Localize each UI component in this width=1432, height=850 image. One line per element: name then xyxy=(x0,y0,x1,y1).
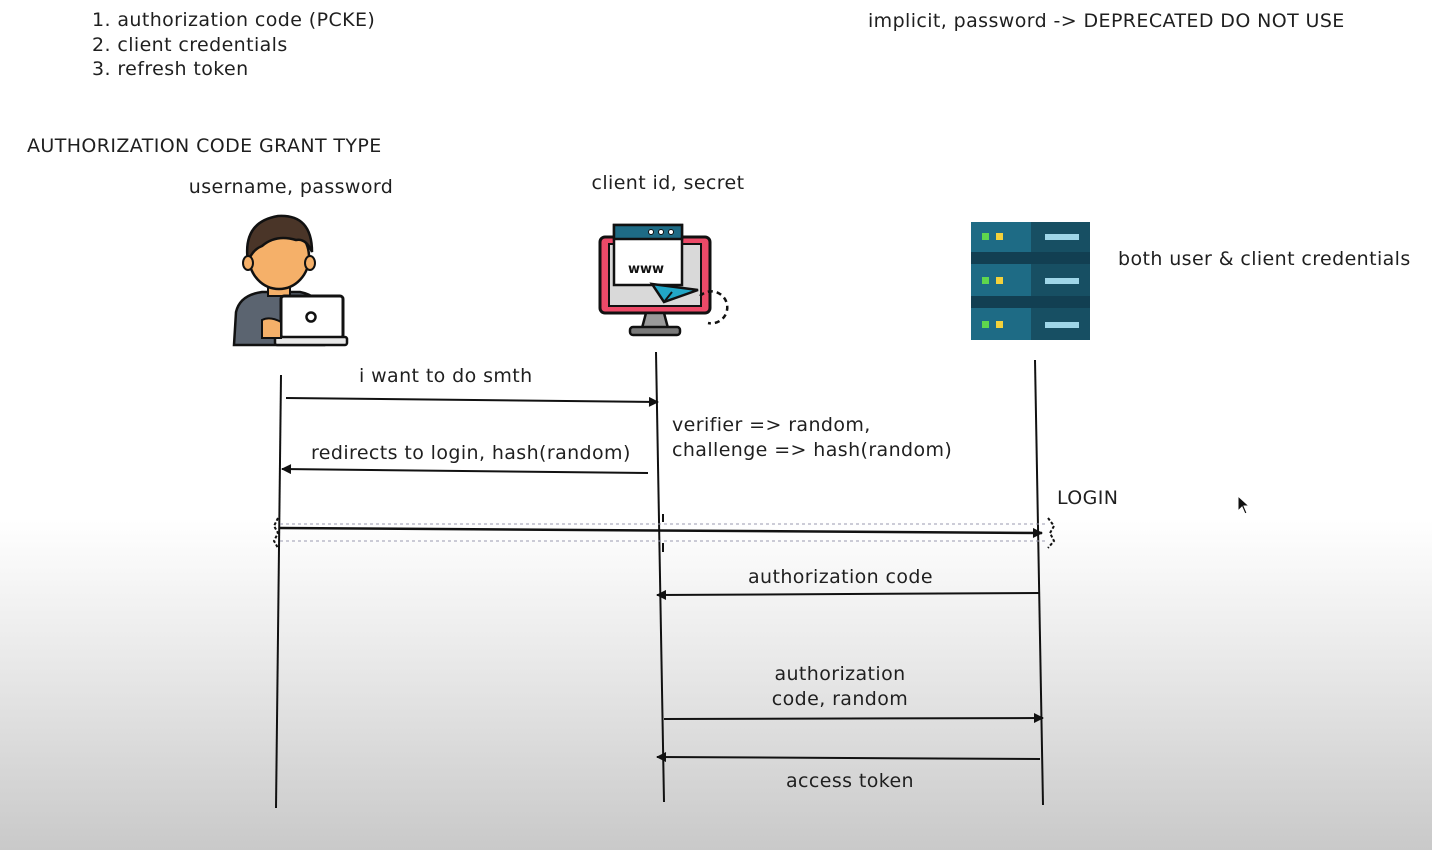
list-item: 3. refresh token xyxy=(92,58,249,80)
svg-text:www: www xyxy=(628,262,664,277)
deprecated-note: implicit, password -> DEPRECATED DO NOT … xyxy=(868,10,1345,32)
message-label-auth-code: authorization code xyxy=(748,566,933,588)
login-label: LOGIN xyxy=(1057,487,1119,509)
message-label-exchange-2: code, random xyxy=(771,688,909,710)
challenge-note: challenge => hash(random) xyxy=(672,439,953,461)
client-credentials-label: client id, secret xyxy=(591,172,745,194)
arrow-access-token xyxy=(656,752,1041,763)
user-lifeline xyxy=(275,374,282,809)
arrow-request xyxy=(285,396,659,407)
server-rack-icon xyxy=(971,222,1090,340)
mouse-cursor-icon xyxy=(1237,495,1251,515)
browser-www-monitor-icon: www xyxy=(598,223,729,337)
list-item: 2. client credentials xyxy=(92,33,288,56)
section-title: AUTHORIZATION CODE GRANT TYPE xyxy=(27,135,382,157)
message-label-redirect: redirects to login, hash(random) xyxy=(311,442,631,464)
server-lifeline xyxy=(1034,359,1044,806)
message-label-request: i want to do smth xyxy=(359,365,533,387)
user-with-laptop-icon xyxy=(232,214,349,347)
client-lifeline xyxy=(655,351,665,803)
message-label-access-token: access token xyxy=(786,770,914,792)
verifier-note: verifier => random, xyxy=(672,414,871,436)
arrow-code-exchange xyxy=(663,713,1044,724)
arrow-authorization-code xyxy=(656,589,1041,600)
server-credentials-label: both user & client credentials xyxy=(1118,248,1411,270)
grant-types-list: 1. authorization code (PCKE) 2. client c… xyxy=(92,8,375,82)
arrow-redirect xyxy=(281,464,649,475)
arrow-login xyxy=(279,526,1043,538)
list-item: 1. authorization code (PCKE) xyxy=(92,9,376,31)
user-credentials-label: username, password xyxy=(188,176,394,198)
message-label-exchange-1: authorization xyxy=(774,663,906,685)
selection-handle xyxy=(272,514,1056,552)
